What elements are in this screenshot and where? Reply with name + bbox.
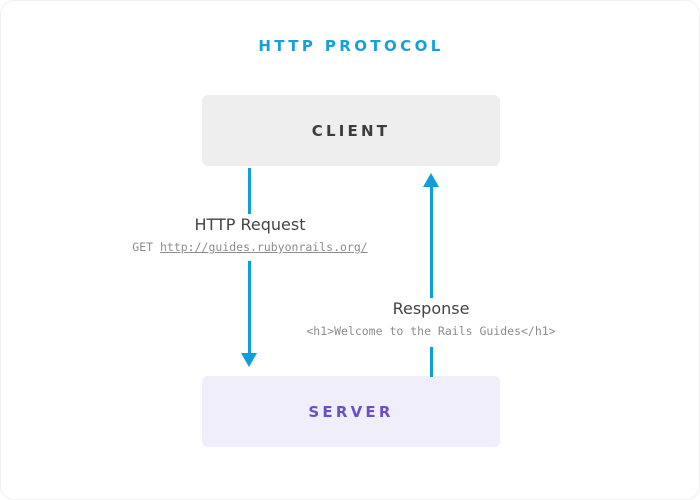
- request-method: GET: [132, 240, 160, 254]
- client-node-label: CLIENT: [311, 121, 391, 140]
- diagram-title: HTTP PROTOCOL: [258, 37, 444, 55]
- response-arrow-line-lower: [430, 347, 433, 377]
- response-arrow-line-upper: [430, 185, 433, 298]
- response-body-snippet: <h1>Welcome to the Rails Guides</h1>: [306, 324, 556, 338]
- request-arrow-line-upper: [248, 168, 251, 214]
- server-node-label: SERVER: [308, 402, 394, 421]
- request-label-group: HTTP Request GET http://guides.rubyonrai…: [50, 215, 450, 255]
- request-label-title: HTTP Request: [194, 215, 306, 234]
- client-node: CLIENT: [202, 95, 500, 166]
- request-arrow-head-icon: [241, 353, 257, 367]
- request-url[interactable]: http://guides.rubyonrails.org/: [159, 240, 368, 254]
- response-label-group: Response <h1>Welcome to the Rails Guides…: [231, 299, 631, 339]
- request-arrow-line-lower: [248, 261, 251, 354]
- response-arrow-head-icon: [423, 173, 439, 187]
- server-node: SERVER: [202, 376, 500, 447]
- request-label-detail: GET http://guides.rubyonrails.org/: [50, 240, 450, 255]
- response-label-title: Response: [392, 299, 470, 318]
